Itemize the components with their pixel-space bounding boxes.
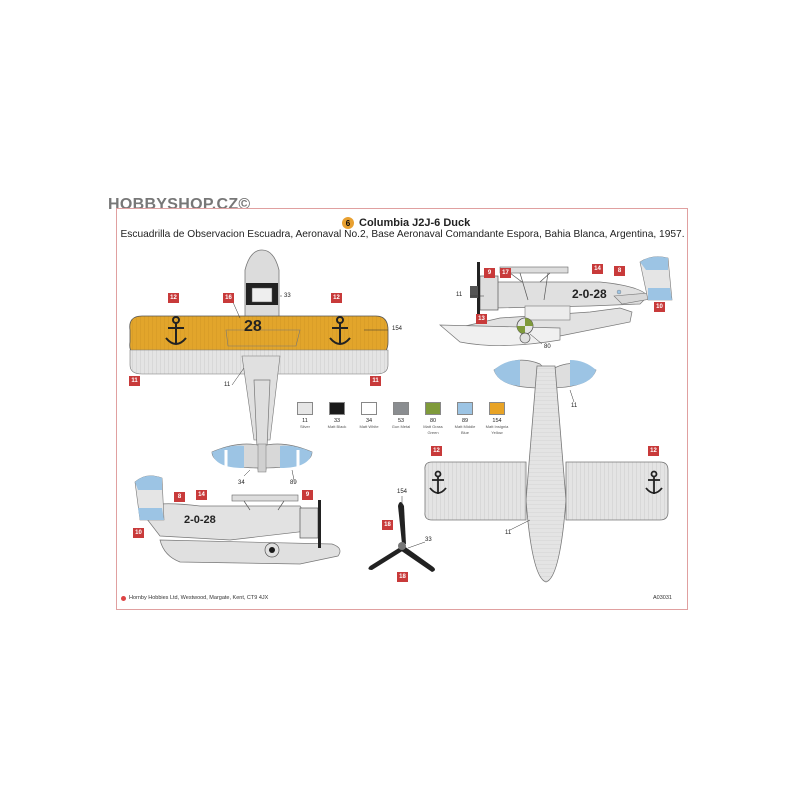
callout-10-right: 10 — [654, 302, 665, 312]
label-11-top: 11 — [224, 382, 231, 388]
callout-9-left: 9 — [302, 490, 313, 500]
swatch-80 — [425, 402, 441, 415]
label-154-prop: 154 — [397, 489, 408, 495]
label-34: 34 — [238, 480, 245, 486]
callout-14-left: 14 — [196, 490, 207, 500]
label-33-prop: 33 — [425, 537, 432, 543]
label-154-top: 154 — [392, 326, 403, 332]
scheme-title: 6 Columbia J2J-6 Duck — [342, 217, 470, 229]
swatch-89 — [457, 402, 473, 415]
callout-11-right: 11 — [370, 376, 381, 386]
callout-13: 13 — [476, 314, 487, 324]
scheme-title-text: Columbia J2J-6 Duck — [359, 217, 471, 229]
side-view-right: 2-0-28 — [439, 256, 673, 346]
propeller — [368, 502, 435, 572]
callout-18-top: 18 — [382, 520, 393, 530]
callout-8-right: 8 — [614, 266, 625, 276]
scheme-number-badge: 6 — [342, 217, 354, 229]
scheme-subtitle: Escuadrilla de Observacion Escuadra, Aer… — [120, 229, 685, 240]
callout-18-bottom: 18 — [397, 572, 408, 582]
swatch-53 — [393, 402, 409, 415]
footer-code: A03031 — [653, 595, 672, 601]
callout-17: 17 — [500, 268, 511, 278]
label-89: 89 — [290, 480, 297, 486]
callout-9-right: 9 — [484, 268, 495, 278]
callout-16: 16 — [223, 293, 234, 303]
callout-12-bottom-left: 12 — [431, 446, 442, 456]
callout-8-left: 8 — [174, 492, 185, 502]
bottom-view — [424, 359, 669, 583]
callout-12-left: 12 — [168, 293, 179, 303]
swatch-33 — [329, 402, 345, 415]
callout-10-left: 10 — [133, 528, 144, 538]
side-code-right: 2-0-28 — [572, 287, 607, 301]
callout-11-left: 11 — [129, 376, 140, 386]
hornby-logo-icon — [121, 595, 126, 601]
label-11-bottom: 11 — [505, 530, 512, 536]
swatch-11 — [297, 402, 313, 415]
footer-address: Hornby Hobbies Ltd, Westwood, Margate, K… — [121, 595, 268, 601]
label-80: 80 — [544, 344, 551, 350]
top-view — [129, 249, 389, 473]
label-11-bottom-tail: 11 — [571, 403, 578, 409]
side-code-left: 2-0-28 — [184, 514, 216, 526]
label-11-side: 11 — [456, 292, 463, 298]
label-33-top: 33 — [284, 293, 291, 299]
swatch-154 — [489, 402, 505, 415]
swatch-34 — [361, 402, 377, 415]
side-view-left: 2-0-28 — [134, 475, 341, 565]
top-view-code: 28 — [244, 318, 262, 335]
callout-12-right: 12 — [331, 293, 342, 303]
callout-14-right: 14 — [592, 264, 603, 274]
callout-12-bottom-right: 12 — [648, 446, 659, 456]
